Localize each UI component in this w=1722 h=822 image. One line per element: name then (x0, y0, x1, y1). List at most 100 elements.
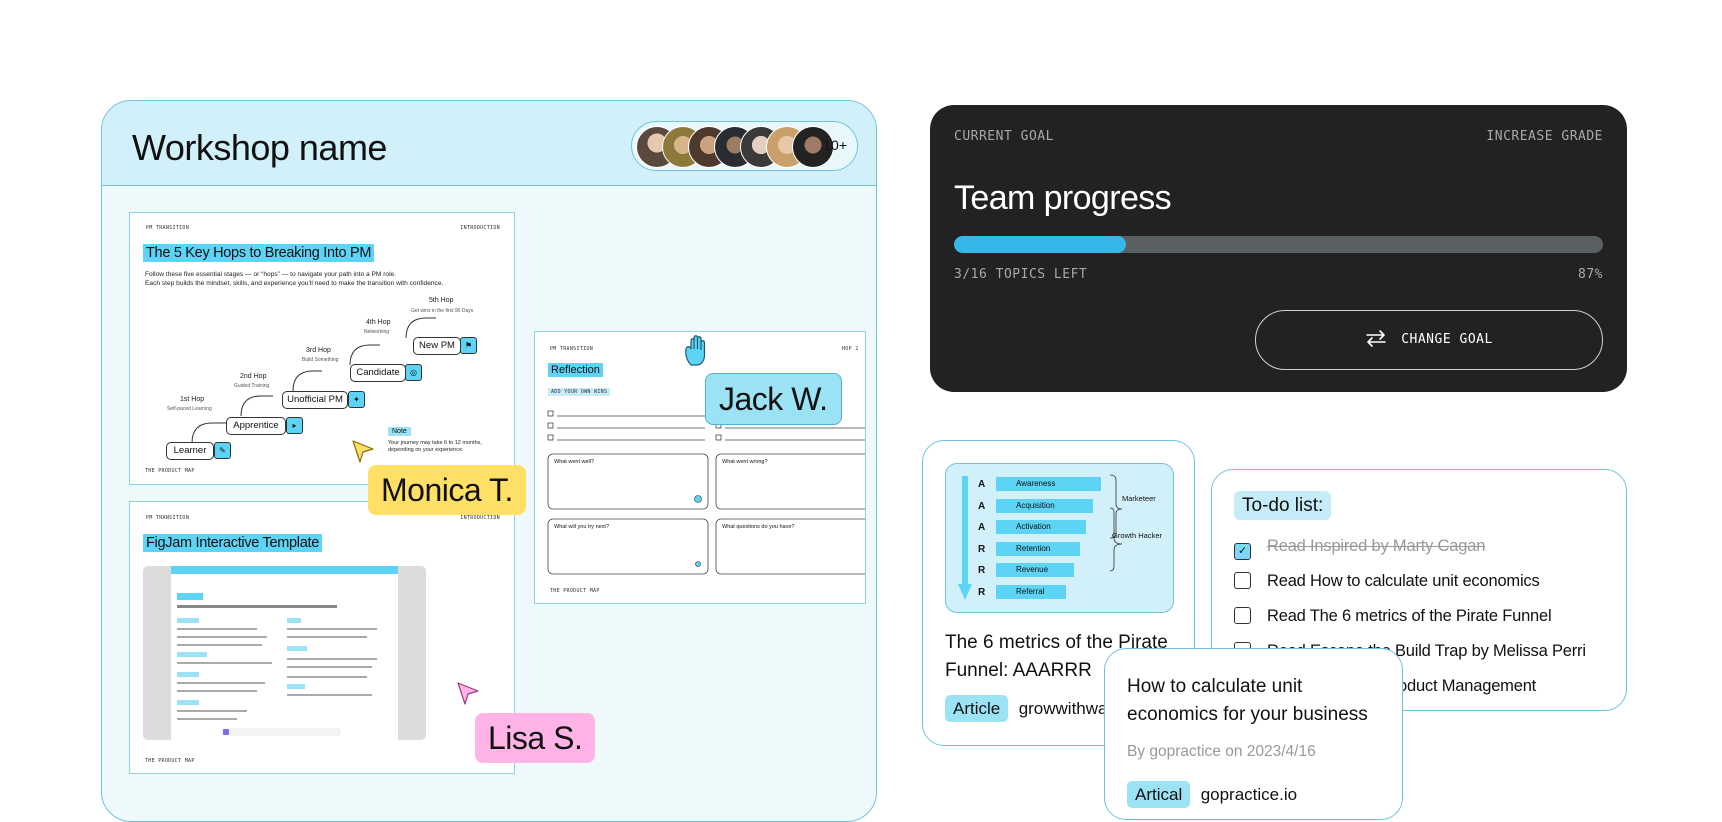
note-label: Note (388, 427, 411, 436)
hop-label: 5th Hop (429, 297, 454, 304)
board-eyebrow-right: INTRODUCTION (460, 225, 500, 231)
board-eyebrow-right: INTRODUCTION (460, 515, 500, 521)
funnel-bar: Retention (996, 542, 1080, 556)
hop-label: 4th Hop (366, 319, 391, 326)
article-tag: Artical (1127, 781, 1191, 808)
board-subtitle: ADD YOUR OWN WINS (548, 388, 611, 396)
board-title: The 5 Key Hops to Breaking Into PM (143, 244, 375, 262)
hop-box-candidate[interactable]: Candidate (350, 364, 406, 382)
board-key-hops[interactable]: PM TRANSITION INTRODUCTION The 5 Key Hop… (129, 212, 515, 485)
funnel-bar: Revenue (996, 563, 1074, 577)
funnel-letter: R (978, 565, 986, 576)
funnel-bar: Referral (996, 585, 1066, 599)
workshop-panel: Workshop name 10+ PM TRANSITION INTRODUC… (101, 100, 877, 822)
todo-item-text: Read The 6 metrics of the Pirate Funnel (1267, 607, 1552, 625)
todo-item[interactable]: Read The 6 metrics of the Pirate Funnel (1234, 607, 1552, 626)
board-desc-2: Each step builds the mindset, skills, an… (145, 280, 444, 287)
article-meta: Article growwithwa (945, 695, 1108, 722)
article-meta: Artical gopractice.io (1127, 781, 1297, 808)
hops-connector-lines (191, 317, 436, 444)
reflection-q4: What questions do you have? (722, 524, 795, 530)
todo-item[interactable]: ✓Read Inspired by Marty Cagan (1234, 537, 1485, 560)
cursor-tag-jack: Jack W. (705, 373, 842, 425)
hand-cursor-icon (685, 335, 706, 366)
hop-label: 1st Hop (180, 396, 205, 403)
article-source[interactable]: growwithwa (1018, 699, 1108, 718)
checklist-lines (547, 410, 865, 575)
board-desc-1: Follow these five essential stages — or … (145, 271, 397, 278)
change-goal-label: CHANGE GOAL (1401, 332, 1493, 347)
funnel-bar: Awareness (996, 477, 1101, 491)
checkbox[interactable] (1234, 572, 1251, 589)
board-eyebrow: PM TRANSITION (146, 515, 190, 521)
board-figjam-template[interactable]: PM TRANSITION INTRODUCTION FigJam Intera… (129, 501, 515, 774)
hop-box-learner[interactable]: Learner (166, 442, 214, 460)
article-byline: By gopractice on 2023/4/16 (1127, 743, 1316, 760)
reflection-q3: What will you try next? (554, 524, 610, 530)
change-goal-button[interactable]: CHANGE GOAL (1255, 310, 1603, 370)
article-source[interactable]: gopractice.io (1200, 785, 1298, 804)
checkbox[interactable] (1234, 607, 1251, 624)
hop-box-new-pm[interactable]: New PM (413, 337, 461, 355)
hop-sub: Build Something (302, 357, 339, 363)
swap-arrows-icon (1366, 330, 1387, 347)
hop-box-apprentice[interactable]: Apprentice (226, 417, 286, 435)
check-icon: ✓ (1237, 545, 1248, 557)
board-reflection[interactable]: PM TRANSITION HOP 2 Reflection ADD YOUR … (534, 331, 866, 604)
todo-item-text: oduct Management (1398, 677, 1537, 695)
avatar[interactable] (792, 126, 834, 168)
board-footer: THE PRODUCT MAP (145, 468, 195, 474)
article-tag: Article (945, 695, 1009, 722)
reflection-q1: What went well? (554, 459, 595, 465)
hop-sub: Get wins in the first 90 Days (411, 308, 474, 314)
workshop-header: Workshop name 10+ (102, 101, 876, 186)
bracket-label-marketeer: Marketeer (1122, 494, 1156, 503)
topics-left: 3/16 TOPICS LEFT (954, 267, 1088, 282)
board-footer: THE PRODUCT MAP (550, 588, 600, 594)
participants-avatars[interactable]: 10+ (631, 121, 858, 171)
increase-grade-link[interactable]: INCREASE GRADE (1486, 129, 1603, 144)
arrow-cursor-icon (352, 440, 374, 463)
participants-more-count: 10+ (823, 137, 847, 153)
hop-label: 2nd Hop (240, 373, 267, 380)
funnel-letter: R (978, 544, 986, 555)
funnel-brackets (1109, 474, 1123, 572)
todo-item[interactable]: oduct Management (1398, 677, 1536, 696)
hop-box-unofficial-pm[interactable]: Unofficial PM (282, 391, 348, 409)
progress-percent: 87% (1578, 267, 1603, 282)
flag-icon: ⚑ (460, 337, 477, 354)
board-eyebrow: PM TRANSITION (550, 346, 594, 352)
progress-fill (954, 236, 1126, 253)
funnel-diagram: A A A R R R Awareness Acquisition Activa… (945, 463, 1174, 613)
note-text: Your journey may take 6 to 12 months, de… (388, 440, 482, 453)
board-eyebrow-right: HOP 2 (842, 346, 859, 352)
todo-item-text: Read How to calculate unit economics (1267, 572, 1540, 590)
play-icon: ▸ (286, 417, 303, 434)
hop-sub: Self-paced Learning (167, 406, 212, 412)
hop-label: 3rd Hop (306, 347, 331, 354)
unit-economics-card[interactable]: How to calculate unit economics for your… (1104, 648, 1403, 820)
down-arrow-icon (958, 476, 972, 600)
board-footer: THE PRODUCT MAP (145, 758, 195, 764)
funnel-bar: Activation (996, 520, 1086, 534)
template-preview[interactable] (143, 566, 426, 740)
checkbox-checked[interactable]: ✓ (1234, 543, 1251, 560)
article-title[interactable]: The 6 metrics of the Pirate Funnel: AAAR… (945, 632, 1168, 681)
workshop-title: Workshop name (132, 127, 387, 168)
board-eyebrow: PM TRANSITION (146, 225, 190, 231)
cursor-tag-lisa: Lisa S. (475, 713, 596, 763)
team-progress-card: CURRENT GOAL INCREASE GRADE Team progres… (930, 105, 1627, 392)
bracket-label-growth-hacker: Growth Hacker (1112, 531, 1163, 540)
cursor-tag-monica: Monica T. (368, 465, 526, 515)
todo-title: To-do list: (1234, 491, 1332, 520)
funnel-letter: R (978, 587, 986, 598)
hop-sub: Networking (364, 329, 390, 335)
progress-bar (954, 236, 1603, 253)
board-title: Reflection (548, 363, 603, 377)
target-icon: ◎ (405, 364, 422, 381)
todo-item[interactable]: Read How to calculate unit economics (1234, 572, 1540, 591)
article-title[interactable]: How to calculate unit economics for your… (1127, 676, 1368, 725)
arrow-cursor-icon (457, 682, 479, 705)
goal-title: Team progress (954, 179, 1172, 217)
pencil-icon: ✎ (214, 442, 231, 459)
